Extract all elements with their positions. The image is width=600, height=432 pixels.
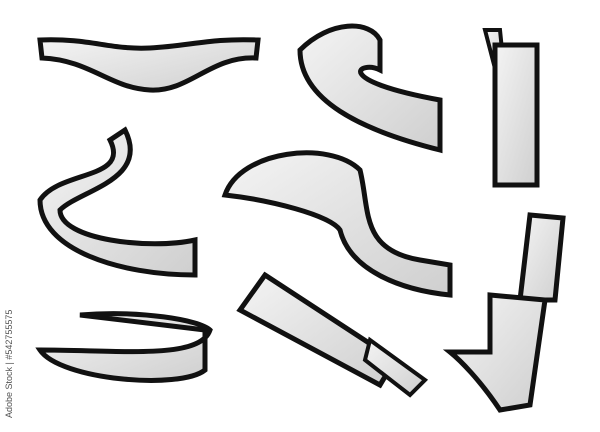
film-strip-8 [442,212,566,413]
watermark-text: Adobe Stock | #542755575 [4,309,14,418]
film-strip-1 [37,37,261,93]
film-strip-3 [482,28,540,188]
film-strip-2 [297,23,443,154]
film-strip-5 [221,150,453,298]
film-strip-4 [37,126,198,278]
film-strip-6 [35,311,213,383]
film-strip-7 [236,271,429,398]
